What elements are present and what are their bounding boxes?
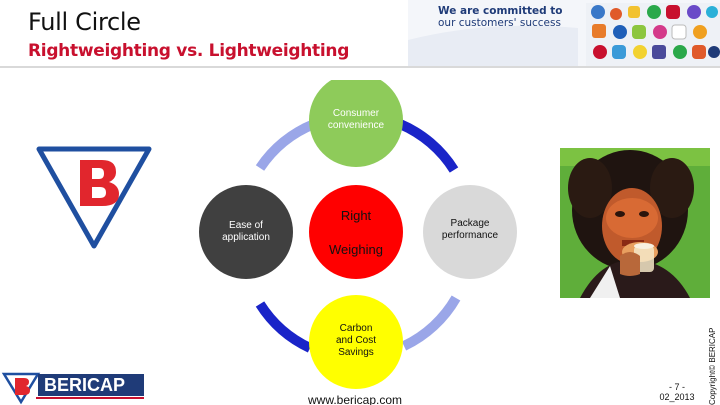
header-banner: We are committed to our customers' succe… [408, 0, 720, 66]
footer-bericap-logo: BERICAP [0, 370, 150, 405]
arc-top-left [260, 124, 314, 168]
slide-subtitle: Rightweighting vs. Lightweighting [28, 41, 349, 61]
footer-website-link[interactable]: www.bericap.com [300, 393, 410, 405]
footer-brand-text: BERICAP [44, 375, 125, 395]
banner-slogan-line1: We are committed to [438, 5, 563, 17]
page-number: - 7 - 02_2013 [654, 382, 700, 402]
footer-logo-graphic: BERICAP [0, 370, 150, 405]
copyright-notice: Copyright© BERICAP [708, 328, 717, 405]
person-drinking-photo [560, 148, 710, 298]
node-right-label: Package performance [423, 218, 517, 242]
bericap-b-triangle-logo [36, 146, 152, 250]
banner-slogan-line2: our customers' success [438, 17, 563, 29]
slide-title: Full Circle [28, 8, 141, 36]
person-drinking-image [560, 148, 710, 298]
arc-bottom-left [260, 304, 310, 348]
node-top-label: Consumer convenience [309, 108, 403, 132]
cycle-diagram: Consumer convenience Ease of application… [190, 80, 530, 400]
banner-slogan: We are committed to our customers' succe… [438, 5, 563, 29]
node-center-bottom-label: Weighing [309, 242, 403, 257]
node-left-label: Ease of application [199, 220, 293, 244]
node-bottom-label: Carbon and Cost Savings [309, 323, 403, 359]
arc-top-right [400, 124, 454, 170]
product-collage [586, 3, 720, 66]
arc-bottom-right [404, 298, 456, 346]
node-center-top-label: Right [309, 208, 403, 223]
header-divider [0, 66, 720, 68]
node-center [309, 185, 403, 279]
